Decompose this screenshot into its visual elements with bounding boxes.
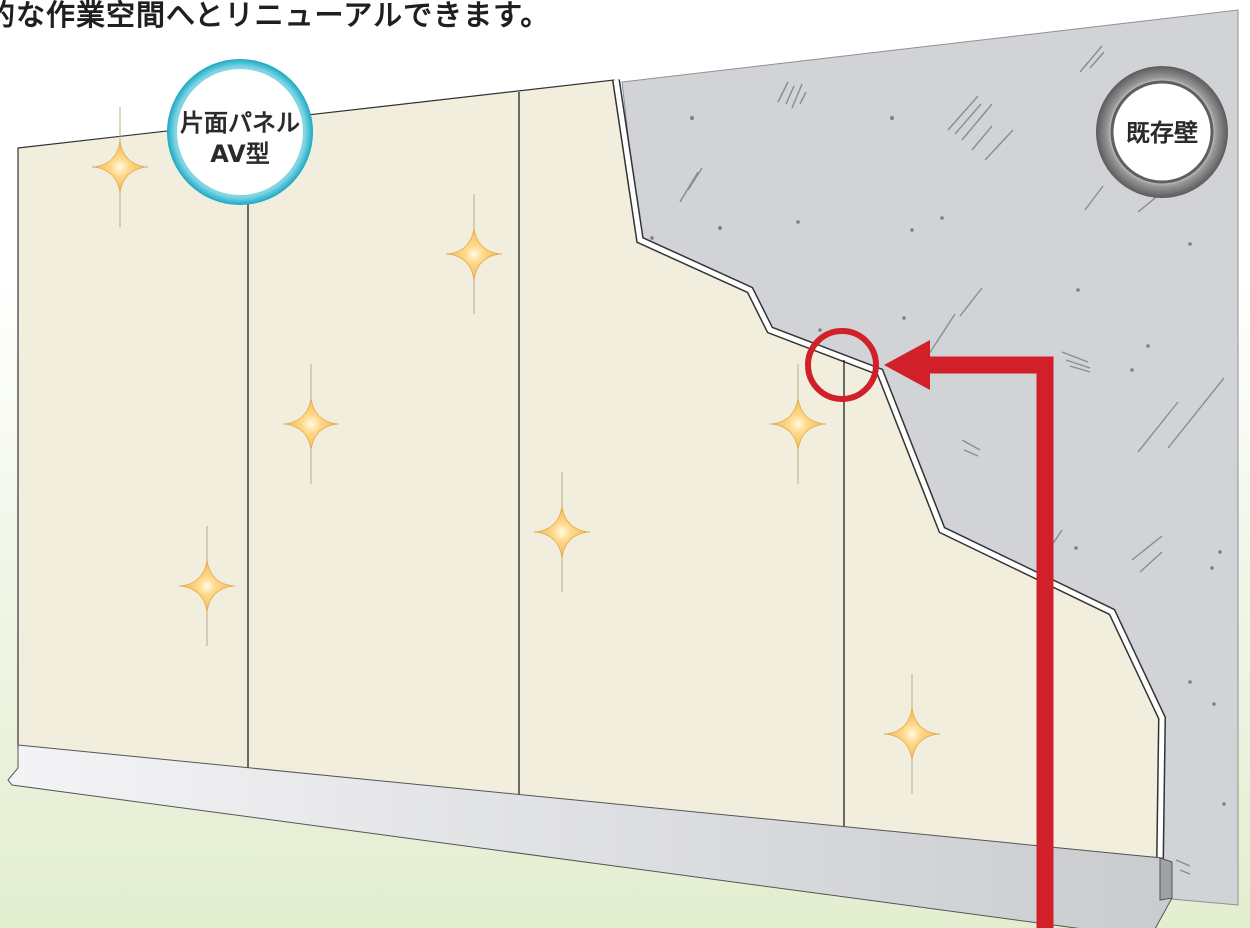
page-caption: 的な作業空間へとリニューアルできます。 [0,0,551,32]
existing-wall-label: 既存壁 [1126,119,1198,147]
pointer-arrow [884,340,1054,928]
wall-specks [650,116,1226,806]
panel-label-line1: 片面パネル [180,109,300,137]
panel-label-line2: AV型 [210,140,270,168]
existing-wall-badge: 既存壁 [1096,66,1228,198]
base-rail [7,744,1173,928]
panel-type-badge: 片面パネル AV型 [167,59,313,205]
highlight-circle [805,328,879,402]
panel-joints [247,92,845,828]
